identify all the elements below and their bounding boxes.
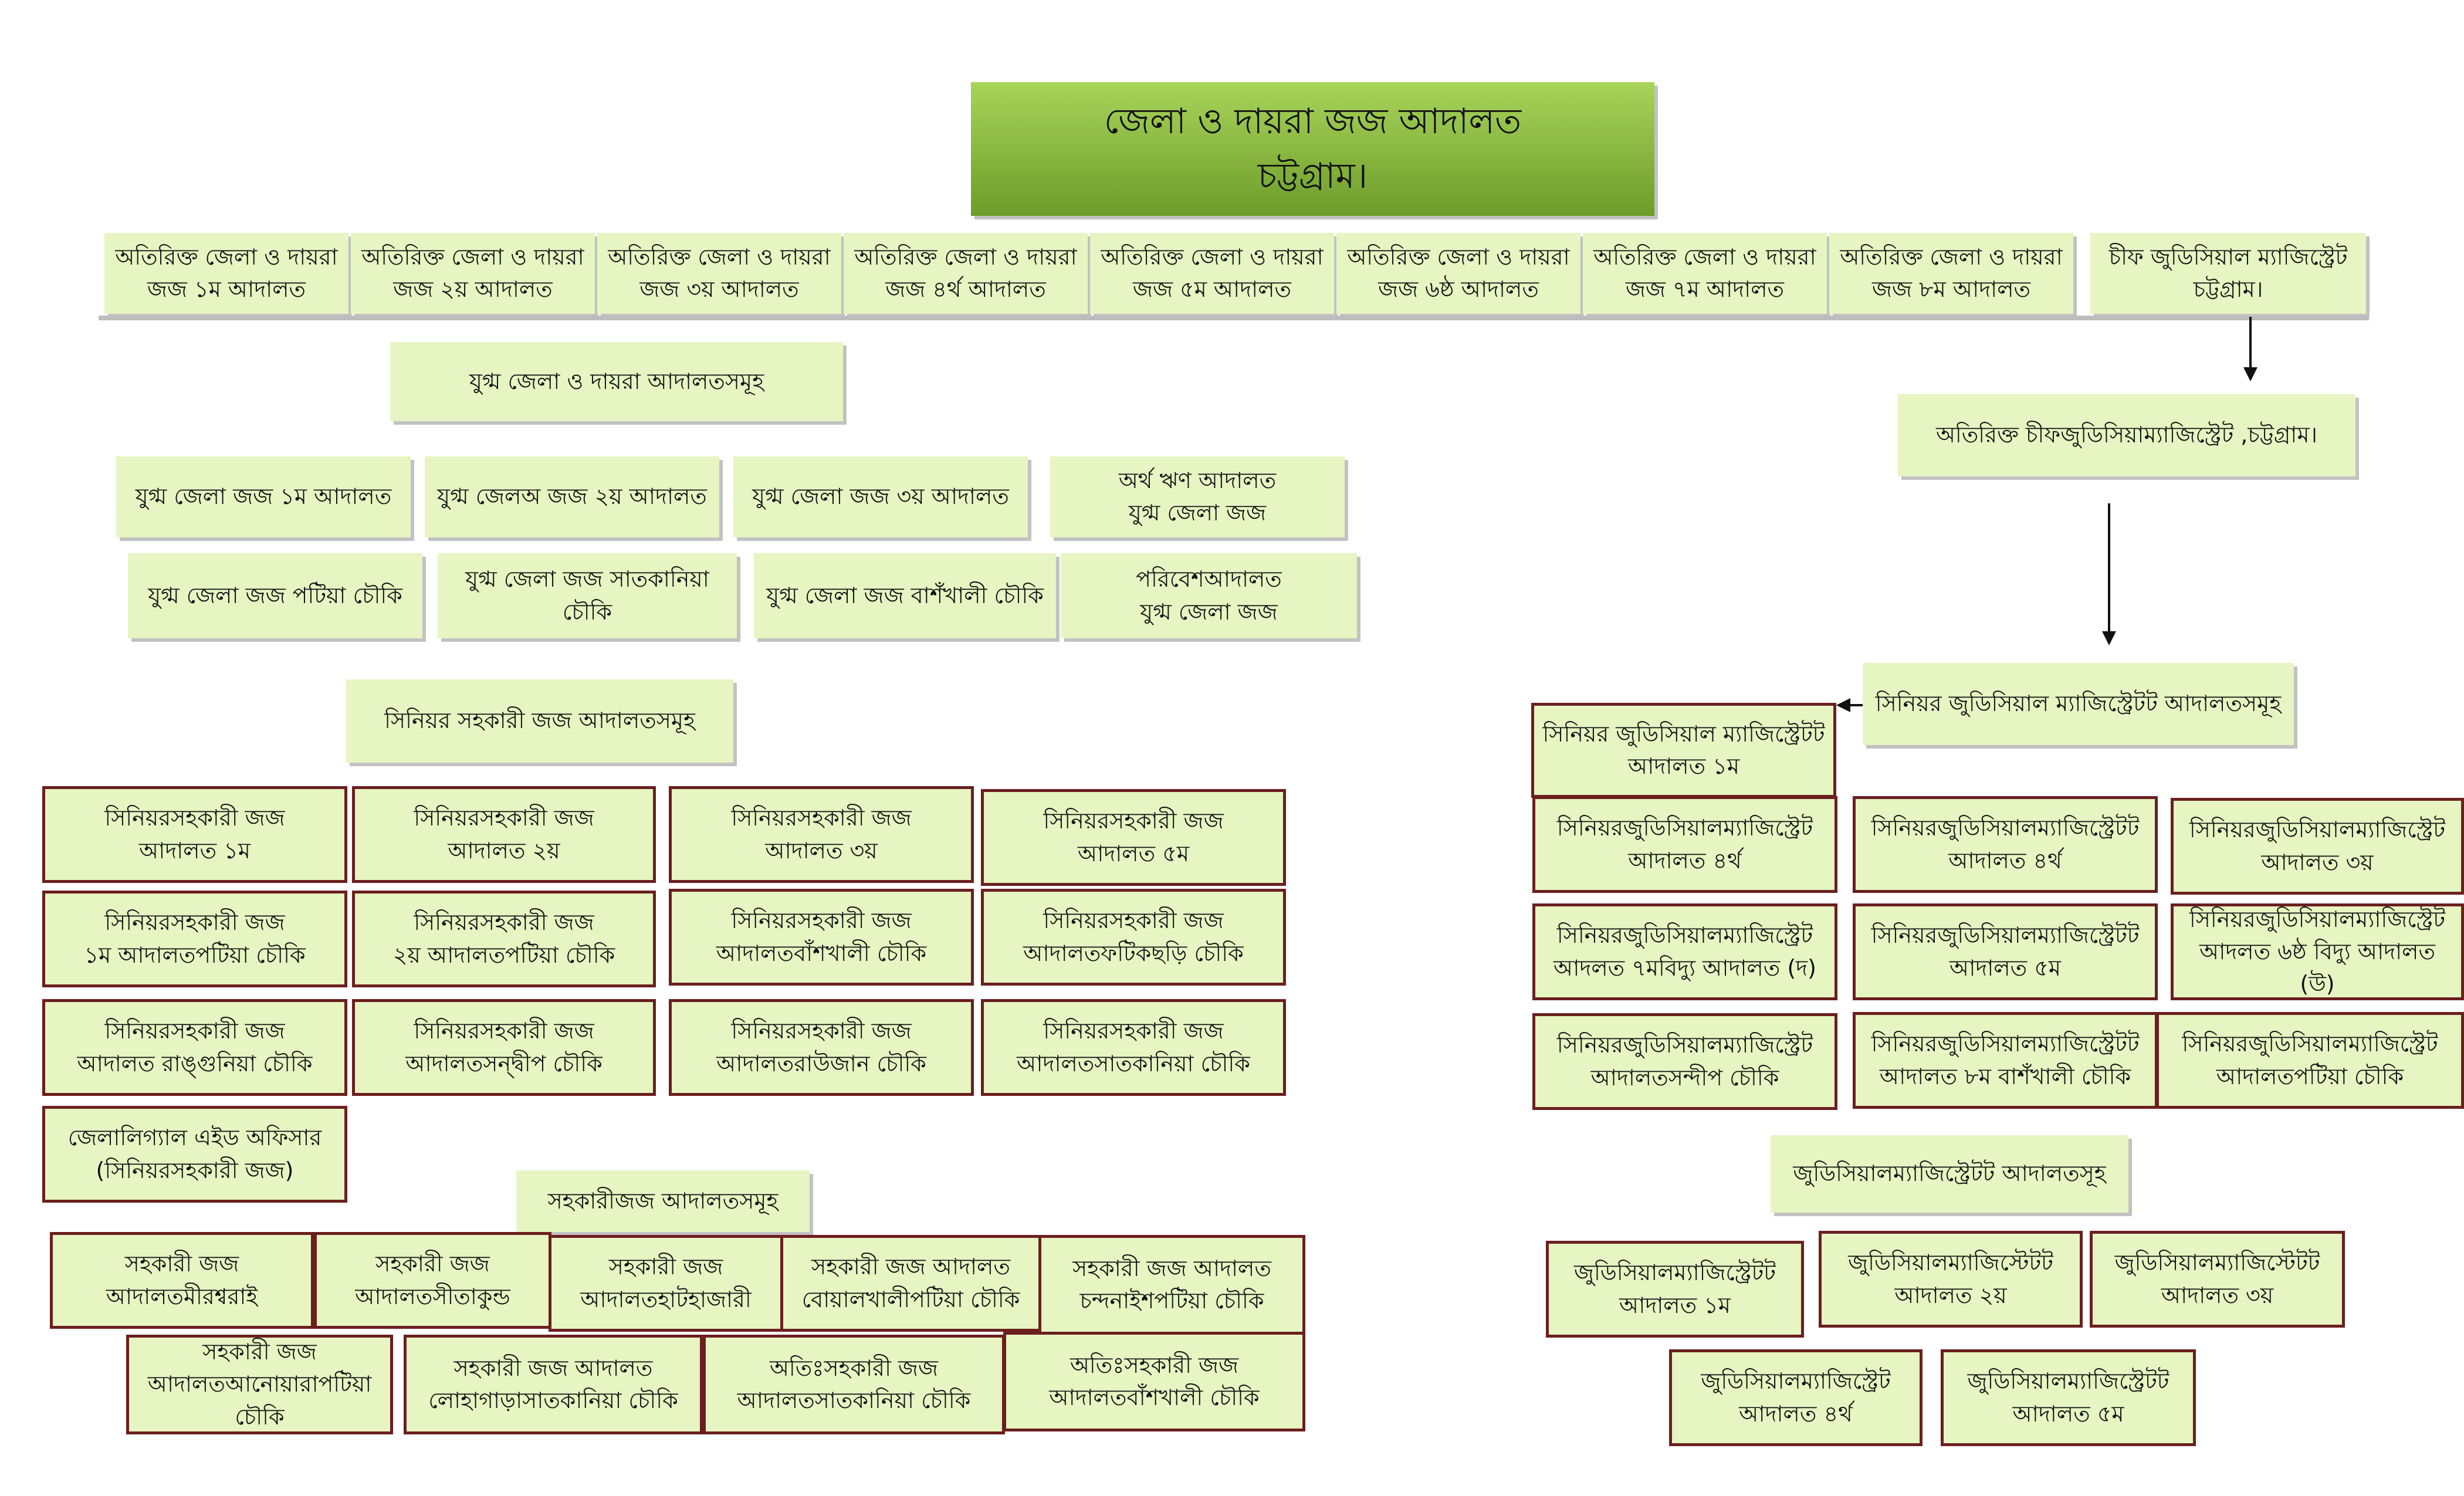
top-row-box-cjm: চীফ জুডিসিয়াল ম্যাজিস্ট্রেট চট্টগ্রাম।: [2090, 233, 2366, 314]
senior-judicial-heading: সিনিয়র জুডিসিয়াল ম্যাজিস্ট্রেটট আদালতস…: [1863, 663, 2294, 745]
arrow-acjm-to-senior: [2102, 503, 2116, 645]
joint-court-box: যুগ্ম জেলা জজ ৩য় আদালত: [733, 456, 1028, 537]
asst-court-box: সহকারী জজ আদালত চন্দনাইশপটিয়া চৌকি: [1038, 1235, 1305, 1335]
arrow-cjm-to-acjm: [2243, 317, 2257, 381]
senior-asst-court-box: সিনিয়রসহকারী জজ ২য় আদালতপটিয়া চৌকি: [352, 891, 656, 987]
senior-asst-court-box: সিনিয়রসহকারী জজ আদালত ৩য়: [669, 786, 974, 883]
joint-court-box: যুগ্ম জেলা জজ পটিয়া চৌকি: [128, 553, 422, 638]
joint-court-box: যুগ্ম জেলা জজ সাতকানিয়া চৌকি: [438, 553, 737, 638]
senior-asst-court-box: সিনিয়রসহকারী জজ আদালতরাউজান চৌকি: [669, 999, 974, 1096]
top-row-underline: [99, 316, 2369, 320]
senior-asst-court-box: সিনিয়রসহকারী জজ আদালত ১ম: [42, 786, 347, 883]
judicial-court-box: জুডিসিয়ালম্যাজিস্ট্রেটট আদালত ৫ম: [1941, 1349, 2196, 1446]
joint-heading: যুগ্ম জেলা ও দায়রা আদালতসমূহ: [390, 342, 843, 421]
senior-asst-court-box: সিনিয়রসহকারী জজ ১ম আদালতপটিয়া চৌকি: [42, 891, 347, 987]
arrow-senior-heading-to-first: [1836, 698, 1864, 712]
top-row-box: অতিরিক্ত জেলা ও দায়রা জজ ৪র্থ আদালত: [844, 233, 1088, 314]
top-row-box: অতিরিক্ত জেলা ও দায়রা জজ ৮ম আদালত: [1829, 233, 2073, 314]
top-row-box: অতিরিক্ত জেলা ও দায়রা জজ ৩য় আদালত: [597, 233, 841, 314]
senior-judicial-court-box: সিনিয়রজুডিসিয়ালম্যাজিস্ট্রেটট আদালত ৮ম…: [1853, 1012, 2158, 1109]
top-row-box: অতিরিক্ত জেলা ও দায়রা জজ ৫ম আদালত: [1090, 233, 1334, 314]
judicial-heading: জুডিসিয়ালম্যাজিস্ট্রেটট আদালতসূহ: [1771, 1135, 2128, 1213]
senior-asst-court-box: সিনিয়রসহকারী জজ আদালতসাতকানিয়া চৌকি: [981, 999, 1286, 1096]
senior-judicial-court-box: সিনিয়রজুডিসিয়ালম্যাজিস্ট্রেটট আদালত ৫ম: [1853, 903, 2158, 1000]
asst-court-box: সহকারী জজ আদালতহাটহাজারী: [549, 1235, 783, 1332]
title-line-1: জেলা ও দায়রা জজ আদালত: [1104, 101, 1522, 142]
senior-judicial-court-box: সিনিয়রজুডিসিয়ালম্যাজিস্ট্রেট আদালতসন্দ…: [1532, 1013, 1837, 1110]
judicial-court-box: জুডিসিয়ালম্যাজিস্টেটট আদালত ৩য়: [2090, 1231, 2345, 1328]
senior-judicial-court-box: সিনিয়রজুডিসিয়ালম্যাজিস্ট্রেট আদালত ৪র্…: [1532, 796, 1837, 893]
senior-asst-court-box: সিনিয়রসহকারী জজ আদালতফটিকছড়ি চৌকি: [981, 889, 1286, 986]
joint-court-box: অর্থ ঋণ আদালত যুগ্ম জেলা জজ: [1050, 456, 1345, 537]
acjm-box: অতিরিক্ত চীফজুডিসিয়াম্যাজিস্ট্রেট ,চট্ট…: [1898, 394, 2355, 476]
senior-judicial-court-box: সিনিয়রজুডিসিয়ালম্যাজিস্ট্রেট আদলত ৭মবি…: [1532, 903, 1837, 1000]
senior-asst-heading: সিনিয়র সহকারী জজ আদালতসমূহ: [346, 679, 733, 763]
judicial-court-box: জুডিসিয়ালম্যাজিস্টেটট আদালত ২য়: [1819, 1231, 2083, 1328]
top-row-box: অতিরিক্ত জেলা ও দায়রা জজ ১ম আদালত: [104, 233, 348, 314]
joint-court-box: যুগ্ম জেলঅ জজ ২য় আদালত: [425, 456, 719, 537]
joint-court-box: যুগ্ম জেলা জজ ১ম আদালত: [116, 456, 411, 537]
asst-court-box: সহকারী জজ আদালতমীরশ্বরাই: [50, 1232, 314, 1329]
title-line-2: চট্টগ্রাম।: [1257, 155, 1368, 197]
senior-judicial-court-box: সিনিয়রজুডিসিয়ালম্যাজিস্ট্রেট আদলত ৬ষ্ঠ…: [2171, 903, 2464, 1000]
legal-aid-officer-box: জেলালিগ্যাল এইড অফিসার (সিনিয়রসহকারী জজ…: [42, 1106, 347, 1203]
asst-heading: সহকারীজজ আদালতসমূহ: [516, 1170, 810, 1232]
joint-court-box: যুগ্ম জেলা জজ বাশঁখালী চৌকি: [754, 553, 1056, 638]
asst-court-box: সহকারী জজ আদালতসীতাকুন্ড: [314, 1232, 551, 1329]
asst-court-box: সহকারী জজ আদালত লোহাগাড়াসাতকানিয়া চৌকি: [404, 1335, 703, 1434]
judicial-court-box: জুডিসিয়ালম্যাজিস্ট্রেটট আদালত ১ম: [1546, 1241, 1804, 1338]
senior-judicial-court-box: সিনিয়রজুডিসিয়ালম্যাজিস্ট্রেটট আদালত ৪র…: [1853, 796, 2158, 893]
senior-judicial-court-box: সিনিয়রজুডিসিয়ালম্যাজিস্ট্রেট আদালতপটিয…: [2156, 1012, 2464, 1109]
asst-court-box: সহকারী জজ আদালত বোয়ালখালীপটিয়া চৌকি: [780, 1235, 1041, 1332]
joint-court-box: পরিবেশআদালত যুগ্ম জেলা জজ: [1061, 553, 1357, 638]
senior-asst-court-box: সিনিয়রসহকারী জজ আদালতসন্দ্বীপ চৌকি: [352, 999, 656, 1096]
top-row-box: অতিরিক্ত জেলা ও দায়রা জজ ৬ষ্ঠ আদালত: [1336, 233, 1580, 314]
top-row-box: অতিরিক্ত জেলা ও দায়রা জজ ৭ম আদালত: [1583, 233, 1827, 314]
top-row-box: অতিরিক্ত জেলা ও দায়রা জজ ২য় আদালত: [351, 233, 595, 314]
asst-court-box: সহকারী জজ আদালতআনোয়ারাপটিয়া চৌকি: [126, 1335, 393, 1434]
senior-asst-court-box: সিনিয়রসহকারী জজ আদালত ২য়: [352, 786, 656, 883]
senior-judicial-court-box: সিনিয়র জুডিসিয়াল ম্যাজিস্ট্রেটট আদালত …: [1531, 703, 1836, 798]
senior-asst-court-box: সিনিয়রসহকারী জজ আদালত ৫ম: [981, 789, 1286, 886]
title-box: জেলা ও দায়রা জজ আদালত চট্টগ্রাম।: [971, 82, 1654, 216]
senior-judicial-court-box: সিনিয়রজুডিসিয়ালম্যাজিস্ট্রেট আদালত ৩য়: [2171, 798, 2464, 895]
judicial-court-box: জুডিসিয়ালম্যাজিস্ট্রেট আদালত ৪র্থ: [1669, 1349, 1923, 1446]
senior-asst-court-box: সিনিয়রসহকারী জজ আদালত রাঙ্গুনিয়া চৌকি: [42, 999, 347, 1096]
asst-court-box: অতিঃসহকারী জজ আদালতসাতকানিয়া চৌকি: [703, 1335, 1005, 1434]
asst-court-box: অতিঃসহকারী জজ আদালতবাঁশখালী চৌকি: [1003, 1332, 1305, 1431]
senior-asst-court-box: সিনিয়রসহকারী জজ আদালতবাঁশখালী চৌকি: [669, 889, 974, 986]
